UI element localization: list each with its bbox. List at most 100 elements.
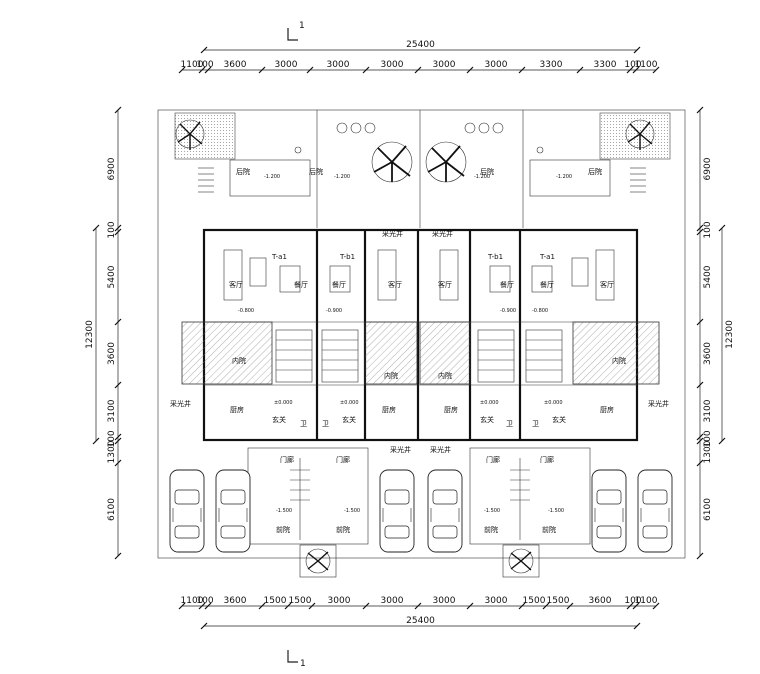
dimension-value: 3600	[224, 60, 247, 70]
dimension-total: 25400	[406, 616, 435, 626]
parking-cars	[169, 469, 673, 553]
dimension-value: 100	[703, 221, 713, 238]
dimension-value: 3000	[275, 60, 298, 70]
dimension-value: 100	[196, 596, 213, 606]
level-marker: -1.500	[484, 508, 500, 514]
level-marker: -1.500	[548, 508, 564, 514]
room-label-inner-court: 内院	[438, 371, 452, 380]
inner-court	[364, 321, 418, 385]
unit-type-label: T-a1	[271, 253, 287, 261]
level-marker: ±0.000	[544, 400, 563, 406]
dimension-value: 100	[107, 221, 117, 238]
inner-court	[572, 321, 660, 385]
room-label-living: 客厅	[438, 280, 452, 289]
dimension-value: 1500	[264, 596, 287, 606]
room-label-inner-court: 内院	[232, 356, 246, 365]
dimension-value: 6100	[107, 498, 117, 521]
inner-court	[181, 321, 273, 385]
furniture-sofa	[223, 249, 615, 301]
dimension-value: 6100	[703, 498, 713, 521]
room-label-light-well: 采光井	[390, 445, 411, 454]
dimension-value: 1500	[289, 596, 312, 606]
room-label-dining: 餐厅	[540, 280, 554, 289]
room-label-dining: 餐厅	[332, 280, 346, 289]
room-label-inner-court: 内院	[384, 371, 398, 380]
dimension-value: 6900	[107, 157, 117, 180]
room-label-entrance: 玄关	[272, 415, 286, 424]
level-marker: ±0.000	[274, 400, 293, 406]
level-marker: -1.200	[264, 174, 280, 180]
dimension-value: 1300	[107, 440, 117, 463]
section-marker-top: 1	[287, 21, 305, 41]
room-label-front-yard: 前院	[336, 525, 350, 534]
shrub-icon	[294, 122, 544, 154]
dimension-value: 3600	[589, 596, 612, 606]
room-label-front-yard: 前院	[542, 525, 556, 534]
dimension-value: 3600	[107, 342, 117, 365]
tree-icon	[625, 119, 655, 150]
room-label-porch: 门廊	[486, 455, 500, 464]
room-label-kitchen: 厨房	[230, 405, 244, 414]
dimension-value: 3300	[540, 60, 563, 70]
level-marker: ±0.000	[480, 400, 499, 406]
car-icon	[591, 469, 627, 553]
dimension-value: 100	[703, 430, 713, 447]
dimension-value: 3000	[327, 60, 350, 70]
dimension-value: 1500	[523, 596, 546, 606]
tree-icon	[371, 141, 413, 183]
section-label-top: 1	[299, 21, 305, 31]
level-marker: -1.500	[276, 508, 292, 514]
dimension-value: 3000	[381, 596, 404, 606]
car-icon	[215, 469, 251, 553]
dimension-value: 1100	[635, 60, 658, 70]
room-label-kitchen: 厨房	[382, 405, 396, 414]
dimension-value: 100	[196, 60, 213, 70]
unit-type-label: T-a1	[539, 253, 555, 261]
room-label-back-yard: 后院	[480, 167, 494, 176]
room-label-entrance: 玄关	[342, 415, 356, 424]
level-marker: -1.200	[334, 174, 350, 180]
dimension-value: 1100	[181, 60, 204, 70]
room-label-kitchen: 厨房	[600, 405, 614, 414]
room-label-wc: 卫	[532, 420, 539, 428]
dimension-value: 3000	[433, 596, 456, 606]
unit-type-label: T-b1	[487, 253, 503, 261]
room-label-light-well: 采光井	[432, 229, 453, 238]
tree-icon	[502, 544, 540, 578]
room-label-wc: 卫	[300, 420, 307, 428]
dimension-total: 25400	[406, 40, 435, 50]
room-label-living: 客厅	[388, 280, 402, 289]
room-label-light-well: 采光井	[170, 399, 191, 408]
dimension-value: 3000	[485, 596, 508, 606]
room-label-front-yard: 前院	[276, 525, 290, 534]
room-label-back-yard: 后院	[309, 167, 323, 176]
level-markers: -1.200 -1.200 -1.200 -1.200 -0.800 -0.90…	[238, 174, 572, 514]
dimension-value: 3100	[107, 399, 117, 422]
dimension-value: 3000	[381, 60, 404, 70]
room-label-back-yard: 后院	[236, 167, 250, 176]
dimension-value: 1100	[635, 596, 658, 606]
car-icon	[427, 469, 463, 553]
level-marker: -1.500	[344, 508, 360, 514]
unit-type-label: T-b1	[339, 253, 355, 261]
dimension-value: 3000	[485, 60, 508, 70]
car-icon	[379, 469, 415, 553]
tree-icon	[299, 544, 337, 578]
dimension-value: 5400	[703, 265, 713, 288]
dimension-value: 1300	[703, 440, 713, 463]
dimension-value: 6900	[703, 157, 713, 180]
car-icon	[169, 469, 205, 553]
level-marker: -0.900	[500, 308, 516, 314]
dimension-value: 3100	[703, 399, 713, 422]
dimension-value: 3600	[703, 342, 713, 365]
section-label-bottom: 1	[300, 659, 306, 669]
dimension-value: 5400	[107, 265, 117, 288]
room-label-living: 客厅	[600, 280, 614, 289]
level-marker: -0.800	[532, 308, 548, 314]
stair	[275, 329, 563, 383]
